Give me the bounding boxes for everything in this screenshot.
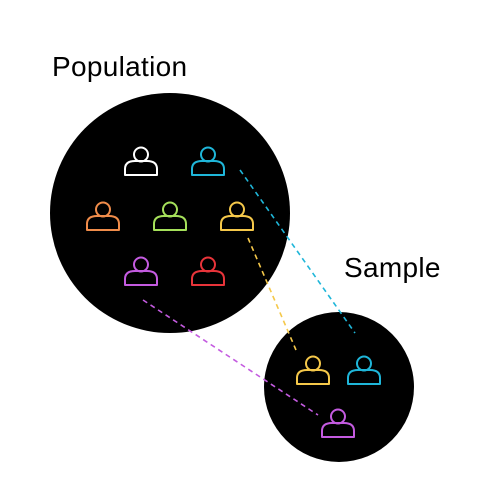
population-label: Population (52, 51, 188, 82)
link-cyan (239, 169, 356, 334)
sample-circle (264, 312, 414, 462)
population-circle (50, 93, 290, 333)
link-purple (142, 299, 319, 416)
sample-label: Sample (344, 252, 441, 283)
link-yellow (247, 237, 297, 351)
